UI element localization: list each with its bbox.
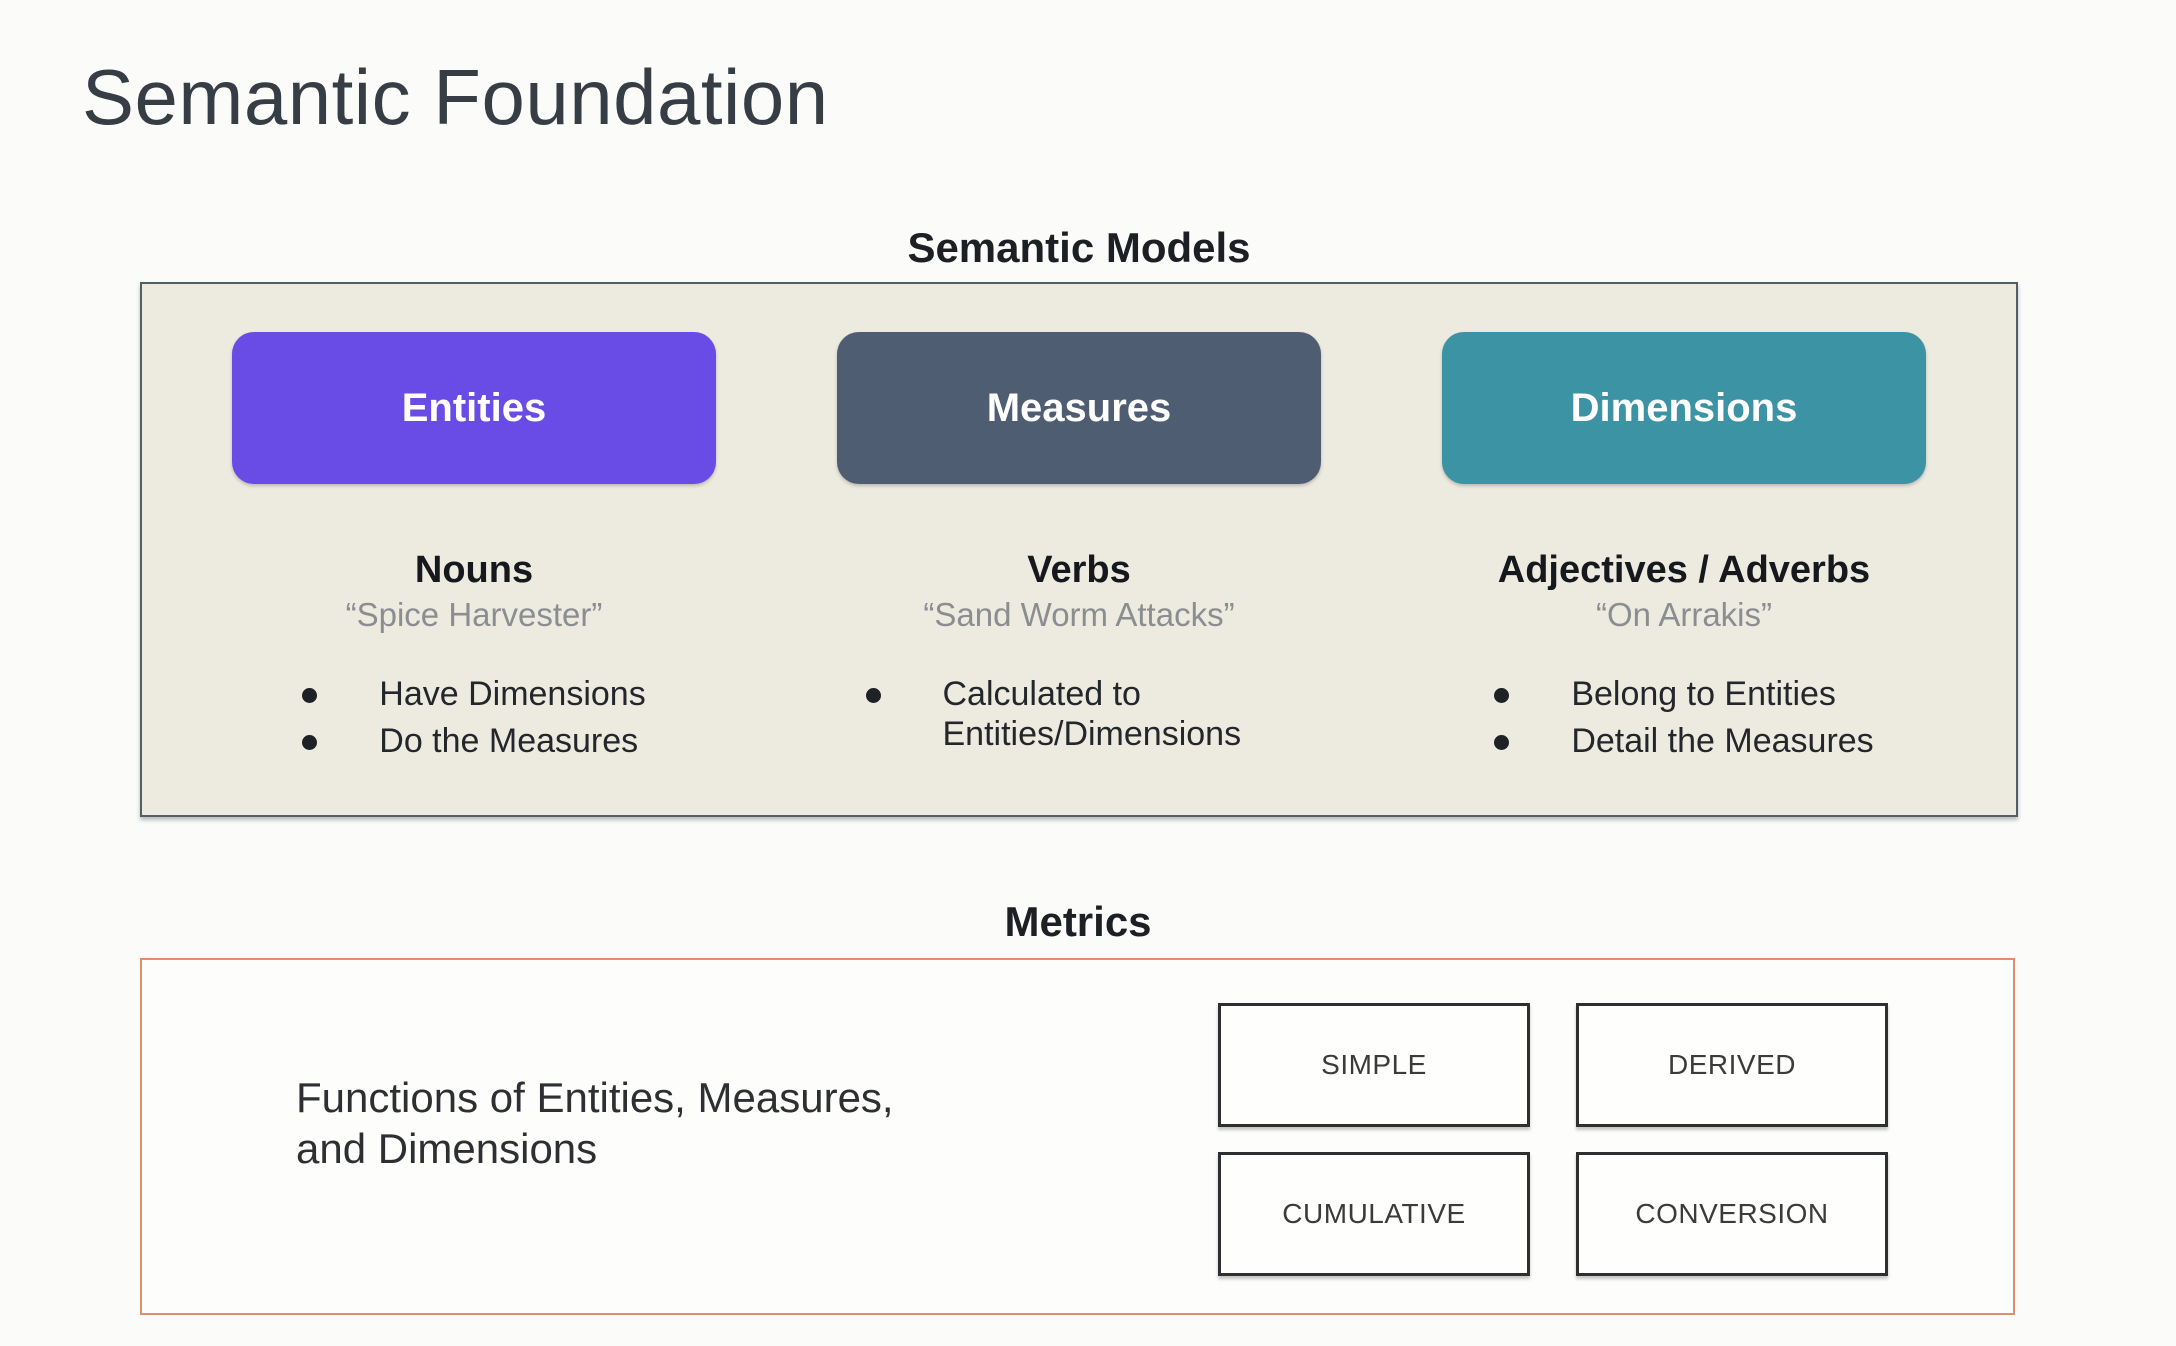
dimensions-example-quote: “On Arrakis” (1595, 595, 1773, 633)
dimensions-word-class: Adjectives / Adverbs (1497, 549, 1871, 591)
bullet-dot-icon (865, 687, 881, 703)
measures-word-class: Verbs (1027, 549, 1131, 591)
metric-type-cumulative: CUMULATIVE (1218, 1152, 1530, 1276)
measures-bullet-list: Calculated to Entities/Dimensions (865, 674, 1293, 754)
metric-types-grid: SIMPLE DERIVED CUMULATIVE CONVERSION (1218, 1003, 1888, 1276)
entities-bullet-list: Have Dimensions Do the Measures (302, 674, 646, 761)
dimensions-column: Dimensions Adjectives / Adverbs “On Arra… (1404, 332, 1964, 761)
measures-example-quote: “Sand Worm Attacks” (923, 595, 1235, 633)
metrics-heading: Metrics (1004, 898, 1152, 945)
semantic-models-panel: Entities Nouns “Spice Harvester” Have Di… (140, 282, 2018, 817)
entities-column: Entities Nouns “Spice Harvester” Have Di… (194, 332, 754, 761)
metrics-description: Functions of Entities, Measures, and Dim… (296, 1074, 894, 1173)
metrics-panel: Functions of Entities, Measures, and Dim… (140, 958, 2015, 1315)
bullet-label: Belong to Entities (1571, 674, 1836, 713)
bullet-label: Do the Measures (379, 721, 639, 760)
bullet-item: Calculated to Entities/Dimensions (865, 674, 1293, 754)
slide-title: Semantic Foundation (82, 53, 829, 141)
bullet-item: Have Dimensions (302, 674, 646, 714)
measures-column: Measures Verbs “Sand Worm Attacks” Calcu… (799, 332, 1359, 761)
entities-word-class: Nouns (414, 549, 534, 591)
dimensions-box: Dimensions (1442, 332, 1926, 484)
entities-box: Entities (232, 332, 716, 484)
bullet-item: Detail the Measures (1494, 721, 1874, 761)
bullet-label: Calculated to Entities/Dimensions (942, 674, 1242, 753)
metric-type-derived: DERIVED (1576, 1003, 1888, 1127)
dimensions-bullet-list: Belong to Entities Detail the Measures (1494, 674, 1874, 761)
bullet-item: Belong to Entities (1494, 674, 1873, 714)
bullet-dot-icon (1494, 734, 1510, 750)
bullet-dot-icon (302, 734, 318, 750)
measures-box: Measures (837, 332, 1321, 484)
bullet-label: Have Dimensions (379, 674, 646, 713)
bullet-item: Do the Measures (302, 721, 645, 761)
bullet-dot-icon (302, 687, 318, 703)
bullet-label: Detail the Measures (1571, 721, 1874, 760)
bullet-dot-icon (1494, 687, 1510, 703)
entities-example-quote: “Spice Harvester” (345, 595, 603, 633)
semantic-models-heading: Semantic Models (907, 224, 1251, 271)
metric-type-conversion: CONVERSION (1576, 1152, 1888, 1276)
metric-type-simple: SIMPLE (1218, 1003, 1530, 1127)
semantic-models-columns: Entities Nouns “Spice Harvester” Have Di… (142, 332, 2016, 761)
